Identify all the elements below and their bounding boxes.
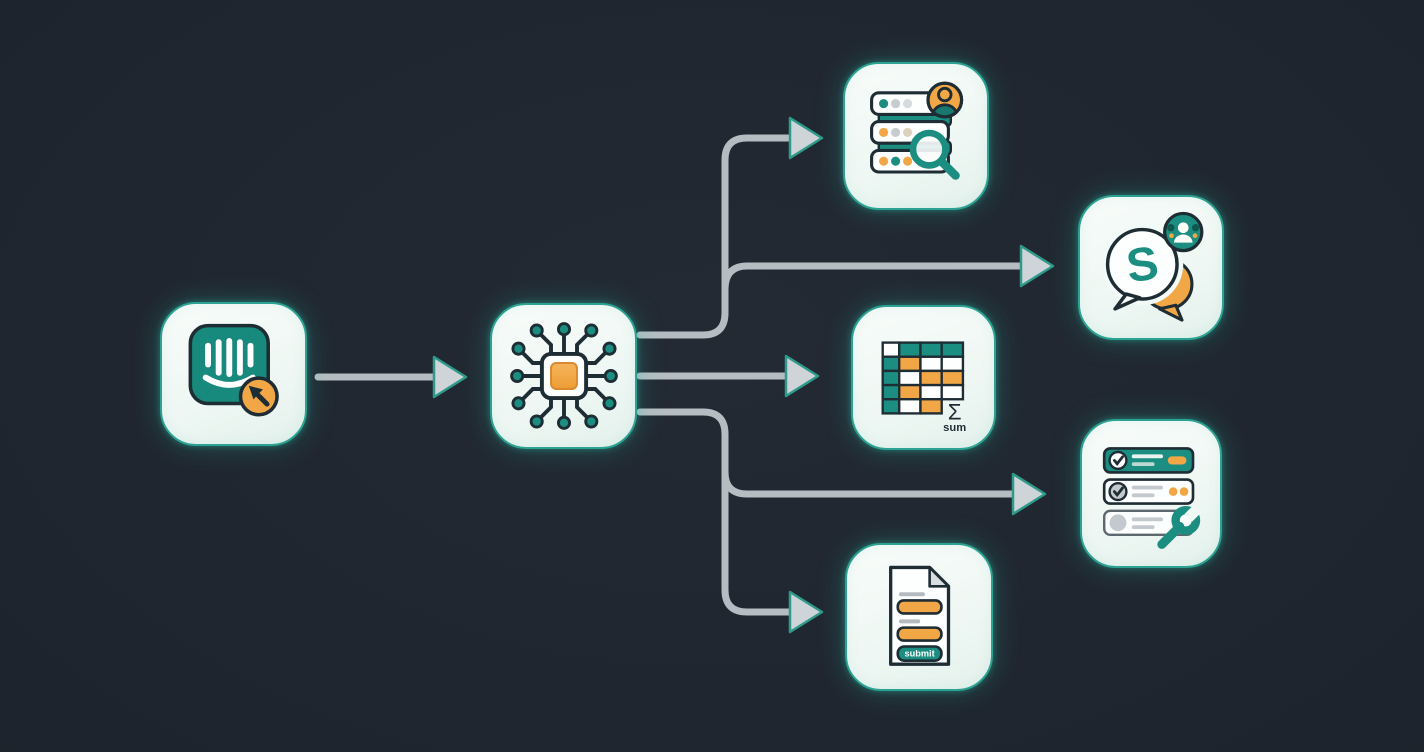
submit-button[interactable] <box>896 645 943 662</box>
submit-button-label: submit <box>905 649 935 659</box>
form-input[interactable] <box>896 626 943 642</box>
form-input[interactable] <box>896 599 943 615</box>
arrowhead-checklist <box>1011 472 1047 516</box>
sigma-icon: Σ <box>947 399 961 424</box>
team-badge <box>1163 211 1204 252</box>
node-database-search[interactable] <box>843 62 989 210</box>
page-fold <box>928 566 950 588</box>
status-dots <box>879 99 913 166</box>
task-row-done <box>1102 446 1195 474</box>
chip-pins <box>509 322 618 430</box>
node-spreadsheet-sum[interactable]: Σ sum <box>851 305 996 450</box>
chip-traces <box>519 331 608 421</box>
node-team-chat[interactable]: S <box>1078 195 1224 340</box>
table-grid <box>881 340 964 415</box>
arrowhead-document <box>788 590 824 634</box>
chat-app-cursor-icon <box>188 323 279 417</box>
edge-processor-slack <box>721 262 1025 294</box>
edge-processor-database <box>636 134 794 339</box>
database-user-search-icon <box>870 81 964 180</box>
chat-letter: S <box>1123 235 1161 292</box>
arrowhead-processor <box>432 355 468 399</box>
task-row-checked <box>1102 477 1195 505</box>
spreadsheet-table-icon: Σ sum <box>881 340 966 434</box>
task-checklist-wrench-icon <box>1102 446 1202 549</box>
arrowhead-database <box>788 116 824 160</box>
form-submit-document-icon: submit <box>889 565 951 666</box>
chat-bubbles-team-icon: S <box>1101 211 1204 322</box>
edge-processor-document <box>636 408 794 616</box>
equalizer-bars <box>204 338 253 377</box>
field-label <box>898 592 925 597</box>
white-bubble <box>1105 227 1179 311</box>
field-label <box>898 619 921 624</box>
arrowhead-slack <box>1019 244 1055 288</box>
cpu-chip-icon <box>509 322 618 430</box>
arrowhead-table <box>784 354 820 398</box>
magnifier-icon <box>909 129 960 180</box>
chip-core <box>549 362 578 390</box>
wrench-icon <box>1157 504 1202 549</box>
edge-processor-checklist <box>721 468 1017 498</box>
sum-label: sum <box>943 422 966 434</box>
node-form-submit[interactable]: submit <box>845 543 993 691</box>
node-ai-processor[interactable] <box>490 303 637 449</box>
node-chat-trigger[interactable] <box>160 302 307 446</box>
node-task-checklist[interactable] <box>1080 419 1222 568</box>
